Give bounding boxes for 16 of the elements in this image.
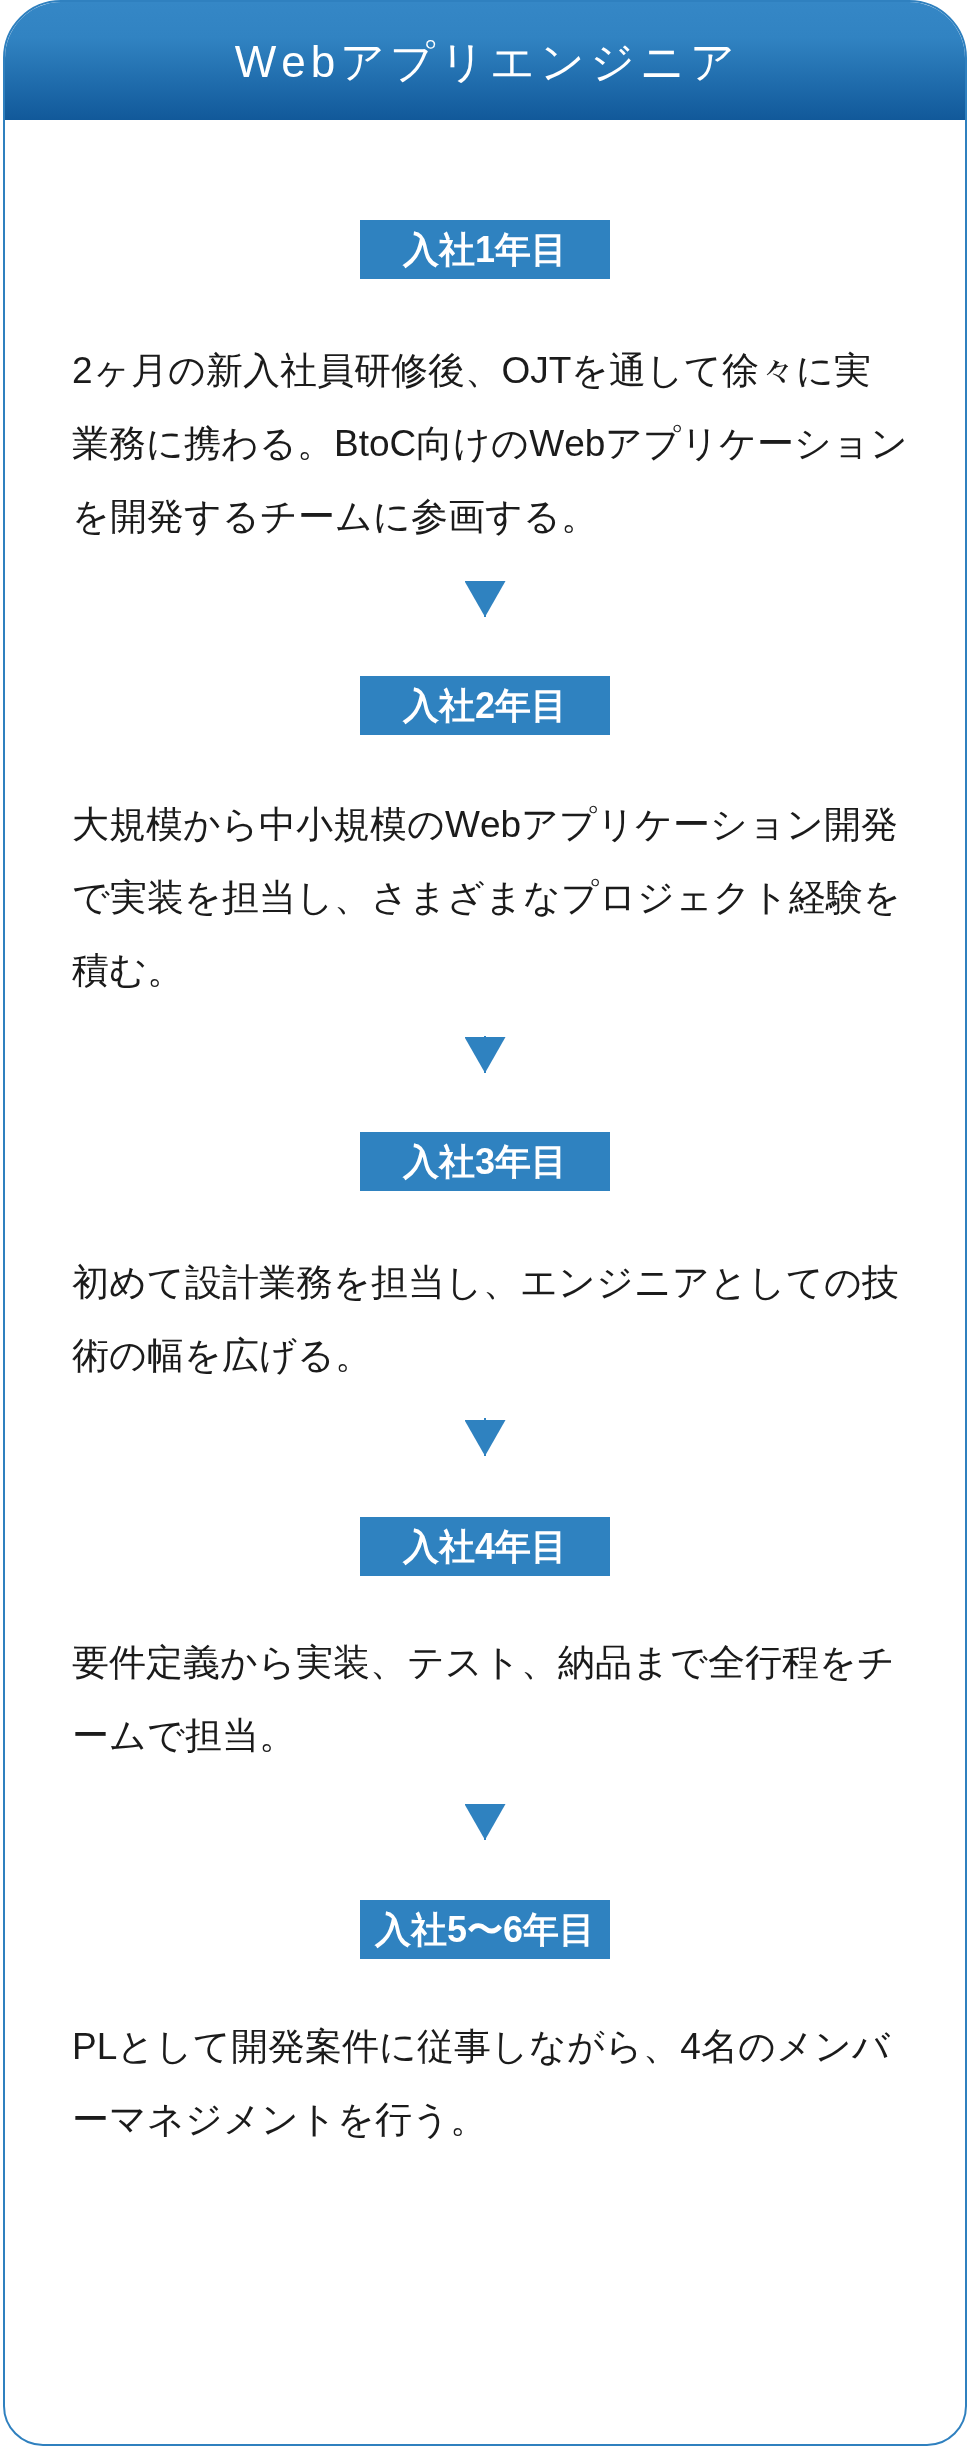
step-description: 大規模から中小規模のWebアプリケーション開発で実装を担当し、さまざまなプロジェクト経験を積む。 <box>72 803 902 993</box>
arrow <box>464 1803 506 1841</box>
year-tag: 入社1年目 <box>360 220 610 279</box>
arrow <box>464 1035 506 1074</box>
step-description: 要件定義から実装、テスト、納品まで全行程をチームで担当。 <box>72 1641 896 1758</box>
year-tag: 入社2年目 <box>360 676 610 735</box>
arrow <box>464 580 506 618</box>
step-description: 2ヶ月の新入社員研修後、OJTを通して徐々に実業務に携わる。BtoC向けのWebアプリケーションを開発するチームに参画する。 <box>72 349 910 539</box>
year-tag: 入社4年目 <box>360 1517 610 1576</box>
year-tag: 入社3年目 <box>360 1132 610 1191</box>
step-description: 初めて設計業務を担当し、エンジニアとしての技術の幅を広げる。 <box>72 1261 900 1378</box>
card-panel <box>3 0 967 2446</box>
step-description: PLとして開発案件に従事しながら、4名のメンバーマネジメントを行う。 <box>72 2025 891 2142</box>
year-tag: 入社5〜6年目 <box>360 1900 610 1959</box>
title-banner: Webアプリエンジニア <box>5 2 965 120</box>
arrow <box>464 1417 506 1457</box>
